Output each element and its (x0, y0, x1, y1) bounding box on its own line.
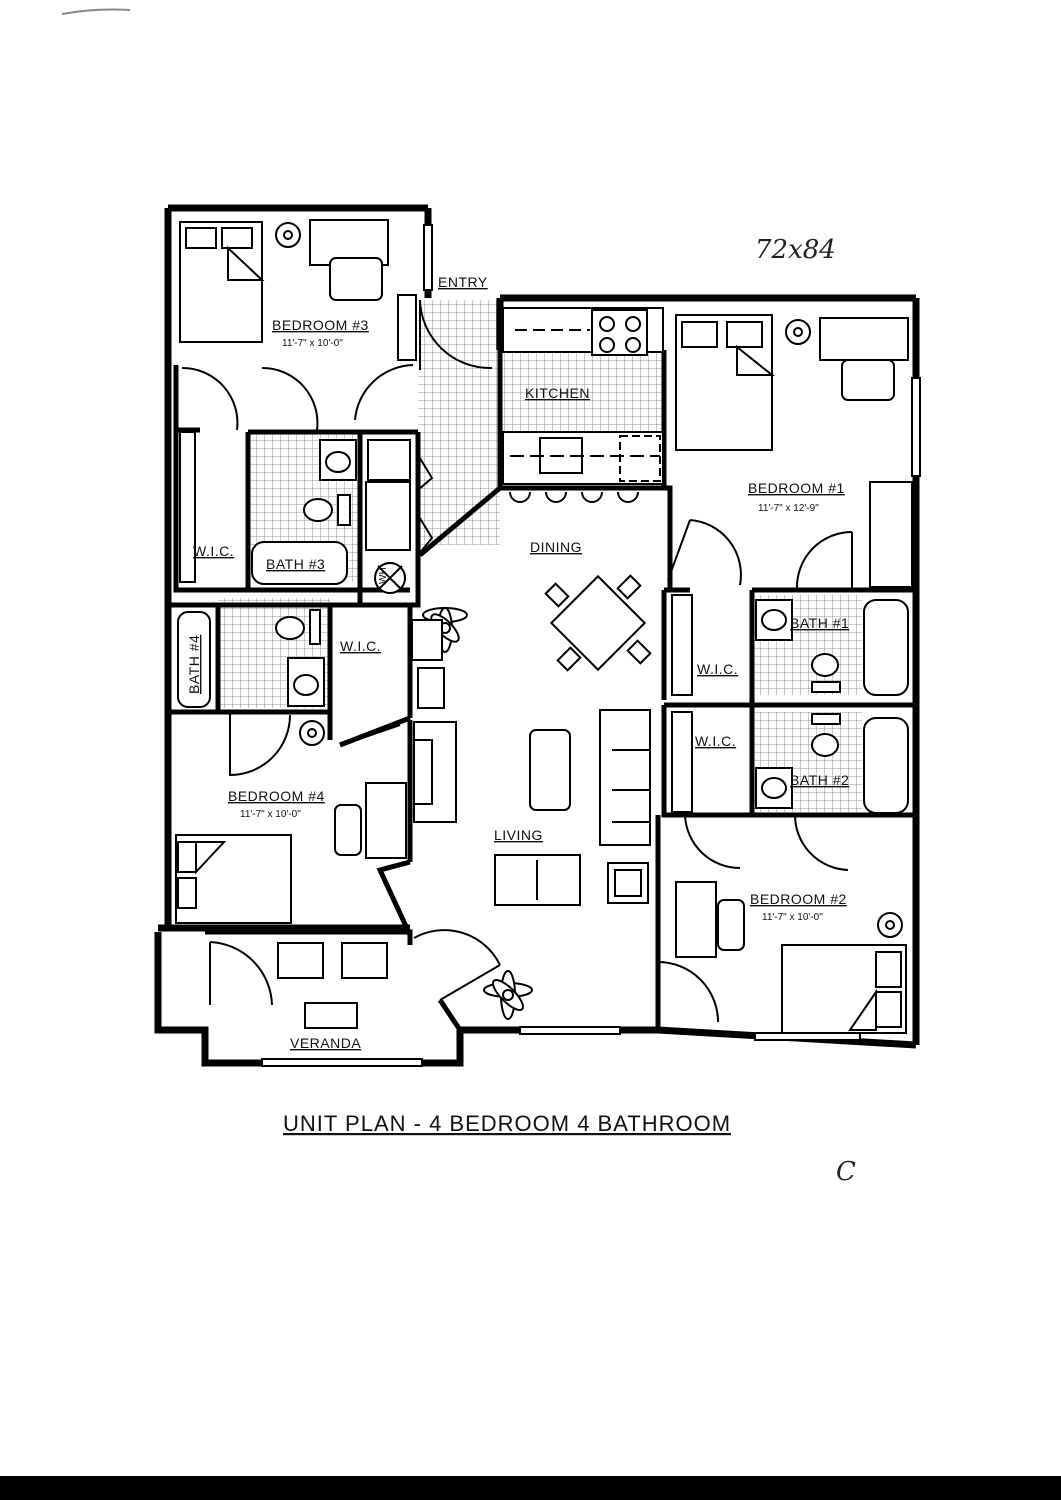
water-heater-label: WH (378, 567, 389, 584)
wic-bed1-label: W.I.C. (697, 661, 738, 677)
bedroom3-label: BEDROOM #3 (272, 317, 369, 333)
entry-kitchen-tile (418, 300, 500, 545)
wic-bed4-label: W.I.C. (340, 638, 381, 654)
windows (261, 224, 921, 1067)
interior-walls (168, 350, 916, 1032)
entry-label: ENTRY (438, 274, 488, 290)
bathtub-icon (251, 541, 348, 585)
bedroom3-size: 11'-7" x 10'-0" (282, 338, 343, 349)
furniture (175, 219, 913, 1034)
bathtub-icon (177, 611, 211, 708)
bedroom2-size: 11'-7" x 10'-0" (762, 912, 823, 923)
toilet-icon (275, 616, 305, 640)
chair-icon (341, 942, 388, 979)
bath3-label: BATH #3 (266, 556, 325, 572)
bathtub-icon (863, 599, 909, 696)
bedroom1-label: BEDROOM #1 (748, 480, 845, 496)
dining-table-icon (549, 574, 647, 672)
plan-caption: UNIT PLAN - 4 BEDROOM 4 BATHROOM (283, 1111, 731, 1136)
bottom-border (0, 1476, 1061, 1500)
bedroom4-label: BEDROOM #4 (228, 788, 325, 804)
door-swings (181, 299, 853, 1023)
bath4-label: BATH #4 (186, 635, 202, 694)
desk-icon (819, 317, 909, 361)
corner-mark: C (836, 1157, 856, 1187)
dining-label: DINING (530, 539, 582, 555)
wic-bed3-label: W.I.C. (193, 543, 234, 559)
toilet-icon (303, 498, 333, 522)
toilet-icon (811, 733, 839, 757)
bathtub-icon (863, 717, 909, 814)
table-icon (304, 1002, 358, 1029)
chair-icon (277, 942, 324, 979)
sofa-icon (599, 709, 651, 846)
bedroom1-size: 11'-7" x 12'-9" (758, 503, 819, 514)
bath2-label: BATH #2 (790, 772, 849, 788)
wic-bed2-label: W.I.C. (695, 733, 736, 749)
kitchen-tile (500, 352, 666, 432)
armchair-icon (417, 667, 445, 709)
kitchen-label: KITCHEN (525, 385, 590, 401)
living-label: LIVING (494, 827, 543, 843)
veranda-label: VERANDA (290, 1035, 361, 1051)
bedroom4-size: 11'-7" x 10'-0" (240, 809, 301, 820)
scan-smudge (61, 8, 131, 15)
handwritten-note: 72x84 (755, 235, 836, 265)
plant-icon (483, 970, 533, 1020)
toilet-icon (811, 653, 839, 677)
bath1-label: BATH #1 (790, 615, 849, 631)
coffee-table-icon (529, 729, 571, 811)
bedroom2-label: BEDROOM #2 (750, 891, 847, 907)
